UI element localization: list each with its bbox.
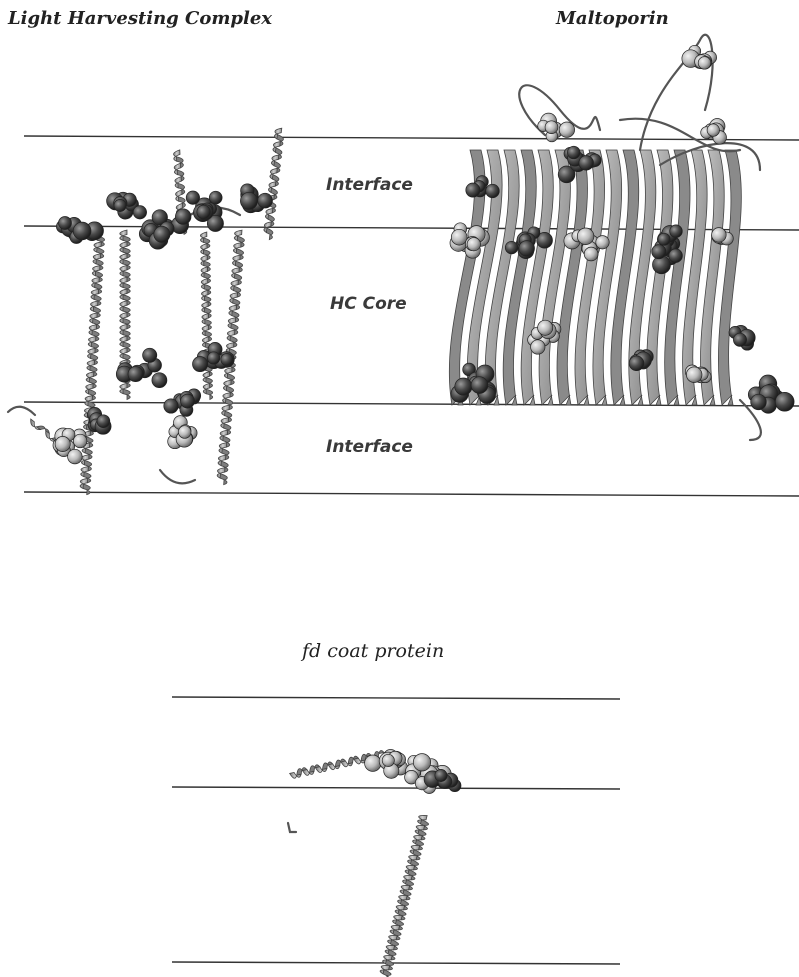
atom-sphere [467,238,480,251]
atom-sphere [197,205,211,219]
atom-sphere [143,348,157,362]
light-atom-cluster [538,113,575,142]
atom-sphere [471,377,488,394]
dark-atom-cluster [240,184,272,213]
atom-sphere [178,426,191,439]
lhc-structure [8,128,283,494]
loop-coil [288,823,296,832]
atom-sphere [669,249,683,263]
alpha-helix [200,232,212,399]
atom-sphere [531,340,545,354]
atom-sphere [97,415,110,428]
atom-sphere [208,352,220,364]
atom-sphere [577,228,594,245]
atom-sphere [658,233,670,245]
atom-sphere [55,436,70,451]
helix-segment [206,389,213,399]
dark-atom-cluster [729,325,755,350]
atom-sphere [751,394,767,410]
dark-atom-cluster [164,389,201,417]
atom-sphere [258,193,273,208]
atom-sphere [152,373,167,388]
atom-sphere [775,392,794,411]
atom-sphere [186,191,199,204]
maltoporin-structure [449,35,794,440]
dark-atom-cluster [88,407,112,434]
atom-sphere [128,367,143,382]
atom-sphere [209,191,222,204]
atom-sphere [114,199,126,211]
dark-atom-cluster [107,192,147,219]
helix-segment [220,474,227,485]
atom-sphere [181,394,195,408]
atom-sphere [698,57,711,70]
atom-sphere [193,357,208,372]
loop-coil [160,470,195,483]
atom-sphere [486,184,500,198]
atom-sphere [505,241,518,254]
alpha-helix [80,230,105,494]
helix-segment [123,389,130,399]
atom-sphere [686,367,702,383]
atom-sphere [154,226,170,242]
atom-sphere [670,225,683,238]
atom-sphere [73,434,87,448]
atom-sphere [538,320,553,335]
atom-sphere [519,241,535,257]
atom-sphere [221,354,233,366]
atom-sphere [164,399,178,413]
atom-sphere [629,356,644,371]
atom-sphere [596,236,609,249]
alpha-helix [264,128,284,239]
atom-sphere [545,121,558,134]
atom-sphere [707,124,719,136]
atom-sphere [59,217,72,230]
atom-sphere [133,206,146,219]
helix-segment [383,969,391,977]
dark-atom-cluster [748,375,794,413]
atom-sphere [466,183,480,197]
atom-sphere [451,229,467,245]
boundary-line-4 [24,492,799,496]
loop-coil [8,407,35,415]
fd-boundary-line-1 [172,697,620,699]
atom-sphere [652,245,666,259]
fd-coat-structure [288,750,461,977]
alpha-helix [380,815,428,977]
fd-boundary-line-2 [172,787,620,789]
atom-sphere [567,146,580,159]
helix-segment [83,484,90,495]
atom-sphere [73,222,91,240]
atom-sphere [365,755,381,771]
light-atom-cluster [701,119,727,145]
atom-sphere [559,122,574,137]
atom-sphere [712,228,727,243]
light-atom-cluster [53,428,87,464]
atom-sphere [68,449,83,464]
atom-sphere [584,247,598,261]
light-atom-cluster [168,416,197,449]
dark-atom-cluster [56,217,103,244]
atom-sphere [579,156,594,171]
atom-sphere [175,209,191,225]
atom-sphere [733,333,746,346]
helix-segment [266,228,272,240]
atom-sphere [435,769,447,781]
atom-sphere [413,754,430,771]
atom-sphere [382,754,394,766]
atom-sphere [240,192,257,209]
boundary-line-1 [24,136,799,140]
boundary-line-3 [24,402,799,406]
atom-sphere [455,378,472,395]
fd-boundary-line-3 [172,962,620,964]
